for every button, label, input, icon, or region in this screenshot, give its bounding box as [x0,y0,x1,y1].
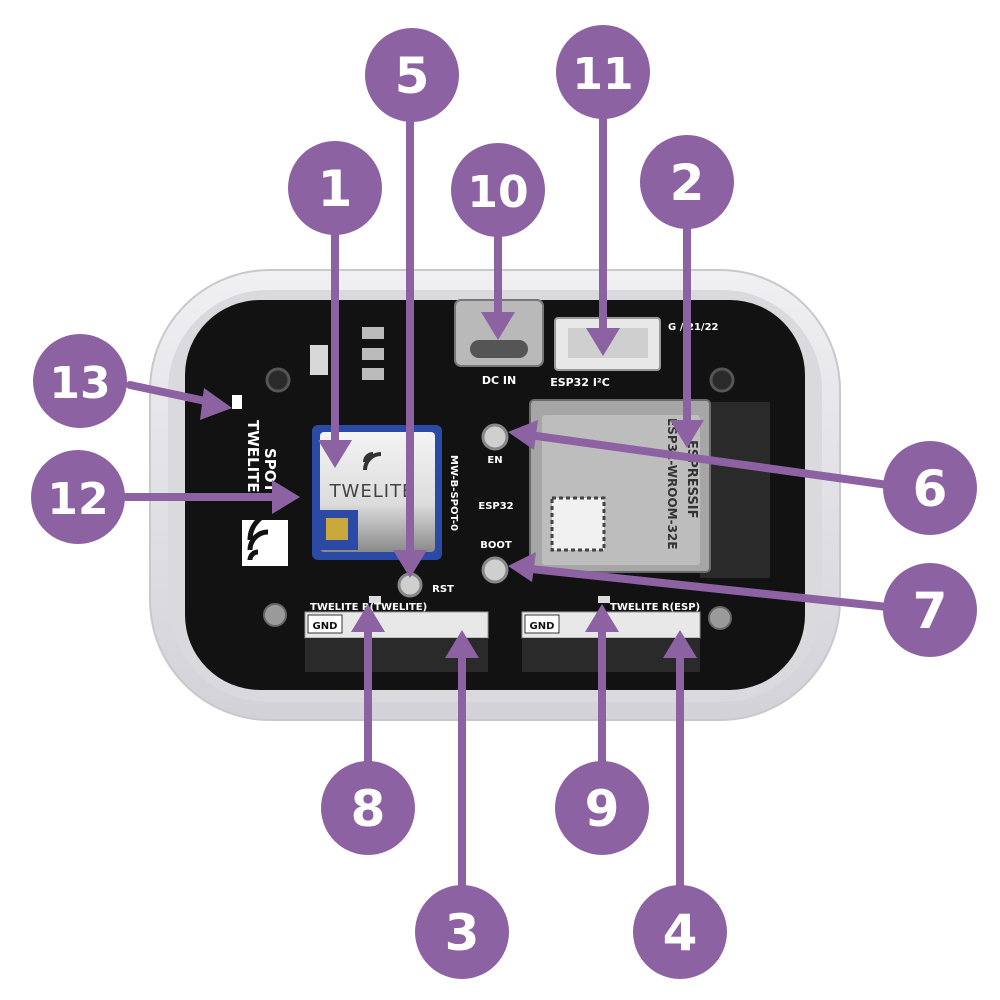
mount-hole-bottom-left [263,603,287,627]
callout-10-circle [451,143,545,237]
label-i2c: ESP32 I²C [550,376,610,389]
callout-arrowheads [200,312,704,658]
callout-11-circle [556,25,650,119]
label-rst: RST [432,584,454,595]
label-dc-in: DC IN [482,374,516,387]
callout-9-circle [555,761,649,855]
capacitor [310,345,328,375]
callout-12-circle [31,450,125,544]
esp32-model-label: ESP32-WROOM-32E [665,418,679,549]
mount-hole-bottom-right [708,606,732,630]
mount-hole-top-right [709,367,735,393]
esp32-qr-code [550,496,606,552]
inductor-1 [362,327,384,339]
callout-10-label: 10 [467,167,528,218]
label-en: EN [487,455,502,466]
callout-8-circle [321,761,415,855]
board-name-line-1: TWELITE [244,420,262,493]
gnd-right-box [524,614,560,634]
callout-5-label: 5 [395,47,430,105]
mark-13-indicator [232,395,242,409]
label-model: MW-B-SPOT-0 [448,455,459,531]
label-gnd-right: GND [530,621,555,632]
callout-4-label: 4 [663,904,698,962]
callout-2-circle [640,135,734,229]
pcb [185,300,805,690]
callout-1-circle [288,141,382,235]
en-button[interactable] [481,423,509,451]
inductor-3 [362,368,384,380]
callout-2-label: 2 [670,154,705,212]
mount-hole-top-left [265,367,291,393]
twelite-logo-icon [363,452,382,471]
led-twelite [369,596,381,603]
boot-button[interactable] [481,556,509,584]
callout-13-label: 13 [49,358,110,409]
callout-5-circle [365,28,459,122]
spot-logo-icon [242,509,288,566]
twelite-module-pad-gold [326,518,348,540]
label-boot: BOOT [480,540,512,551]
callout-9-label: 9 [585,780,620,838]
callout-leaders [122,114,892,890]
callout-7-circle [883,563,977,657]
label-date-code: G //21/22 [668,322,719,333]
usb-c-port [470,340,528,358]
callout-3-label: 3 [445,904,480,962]
callout-1-label: 1 [318,160,353,218]
inductor-2 [362,348,384,360]
label-header-right: TWELITE R(ESP) [610,602,700,613]
callout-12-label: 12 [47,474,108,525]
label-esp32: ESP32 [478,501,513,512]
callouts: 1 2 3 4 5 6 7 8 9 10 11 12 13 [31,25,977,979]
callout-6-label: 6 [913,460,948,518]
twelite-module-label: TWELITE [329,481,415,502]
gnd-left-box [307,614,343,634]
callout-11-label: 11 [572,49,633,100]
callout-8-label: 8 [351,780,386,838]
callout-13-circle [33,334,127,428]
callout-6-circle [883,441,977,535]
esp32-brand-label: ESPRESSIF [684,440,699,519]
led-esp [598,596,610,603]
callout-4-circle [633,885,727,979]
antenna-area [700,402,770,578]
callout-7-label: 7 [913,582,948,640]
label-gnd-left: GND [313,621,338,632]
callout-3-circle [415,885,509,979]
